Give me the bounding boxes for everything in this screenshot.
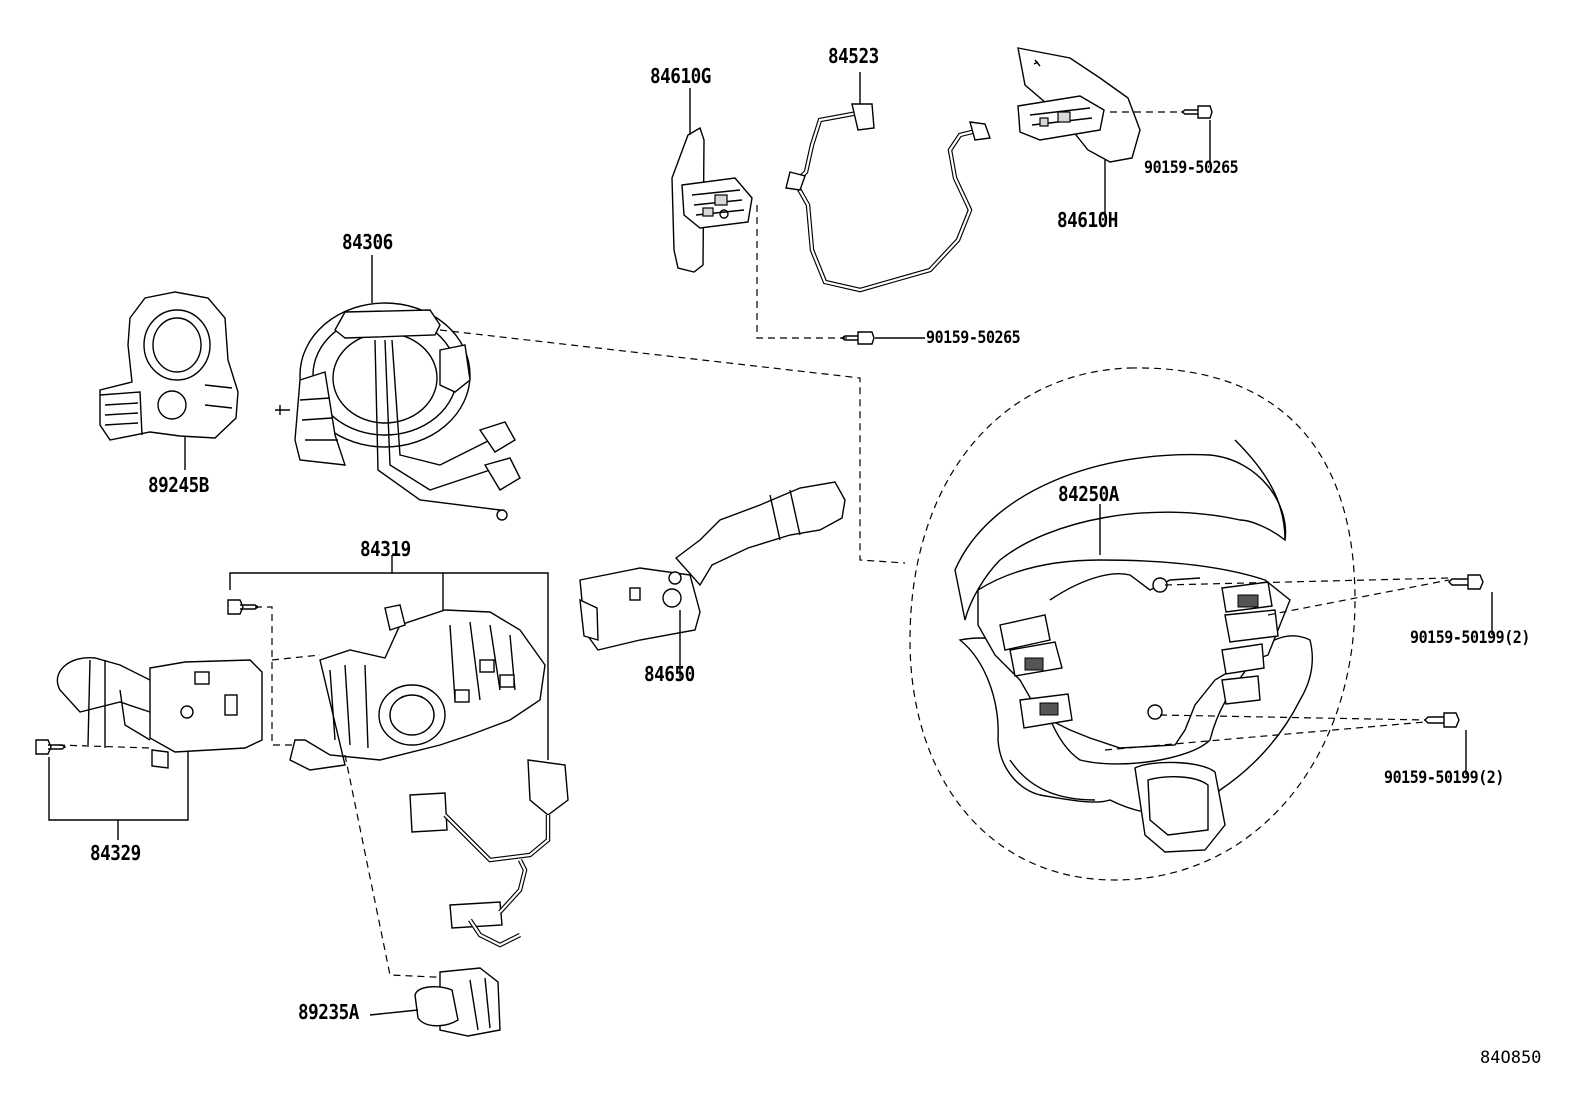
bracket-84319 bbox=[229, 555, 549, 760]
part-label-84306: 84306 bbox=[342, 230, 393, 254]
part-label-89235A: 89235A bbox=[298, 1000, 359, 1024]
dashed-wheel-screw-b1 bbox=[1159, 714, 1426, 721]
harness-84319 bbox=[409, 759, 569, 948]
leader-89235A bbox=[369, 1009, 419, 1016]
part-label-84329: 84329 bbox=[90, 841, 141, 865]
dashed-wheel-screw-b2 bbox=[1104, 721, 1426, 751]
screw-84329 bbox=[35, 739, 67, 755]
part-label-84250A: 84250A bbox=[1058, 482, 1119, 506]
dashed-84329-screw bbox=[57, 744, 151, 749]
part-label-90159-50199-a: 90159-50199(2) bbox=[1410, 628, 1530, 648]
dashed-84319-89235A bbox=[344, 754, 456, 979]
switch-body-84319 bbox=[289, 604, 546, 771]
screw-90159-50265-top bbox=[1180, 105, 1213, 119]
screw-84319 bbox=[227, 599, 260, 615]
dashed-84319-body bbox=[271, 654, 321, 661]
screw-90159-50199-b bbox=[1424, 712, 1460, 728]
part-label-90159-50265-top: 90159-50265 bbox=[1144, 158, 1239, 178]
dashed-84319-screw bbox=[255, 606, 292, 746]
part-label-84319: 84319 bbox=[360, 537, 411, 561]
part-label-84650: 84650 bbox=[644, 662, 695, 686]
wire-harness-84523 bbox=[785, 103, 991, 293]
turn-switch-84329 bbox=[56, 657, 263, 769]
screw-90159-50265-mid bbox=[840, 331, 875, 345]
part-label-89245B: 89245B bbox=[148, 473, 209, 497]
dashed-wheel-screw-a2 bbox=[1267, 579, 1450, 616]
dashed-84306-wheel bbox=[439, 329, 906, 564]
part-label-84610H: 84610H bbox=[1057, 208, 1118, 232]
bracket-84329 bbox=[48, 752, 189, 840]
steering-wheel-84250A bbox=[909, 367, 1356, 881]
diagram-reference: 84O850 bbox=[1480, 1048, 1542, 1068]
part-label-90159-50265-mid: 90159-50265 bbox=[926, 328, 1021, 348]
steering-sensor-89245B bbox=[99, 291, 239, 441]
paddle-switch-left bbox=[671, 126, 753, 273]
dashed-84610G-screw bbox=[756, 205, 852, 339]
part-label-84610G: 84610G bbox=[650, 64, 711, 88]
switch-89235A bbox=[414, 967, 501, 1037]
part-label-84523: 84523 bbox=[828, 44, 879, 68]
screw-90159-50199-a bbox=[1448, 574, 1484, 590]
wiper-switch-84650 bbox=[579, 481, 846, 651]
spiral-cable-84306 bbox=[275, 302, 521, 521]
paddle-switch-right bbox=[1017, 47, 1141, 163]
part-label-90159-50199-b: 90159-50199(2) bbox=[1384, 768, 1504, 788]
